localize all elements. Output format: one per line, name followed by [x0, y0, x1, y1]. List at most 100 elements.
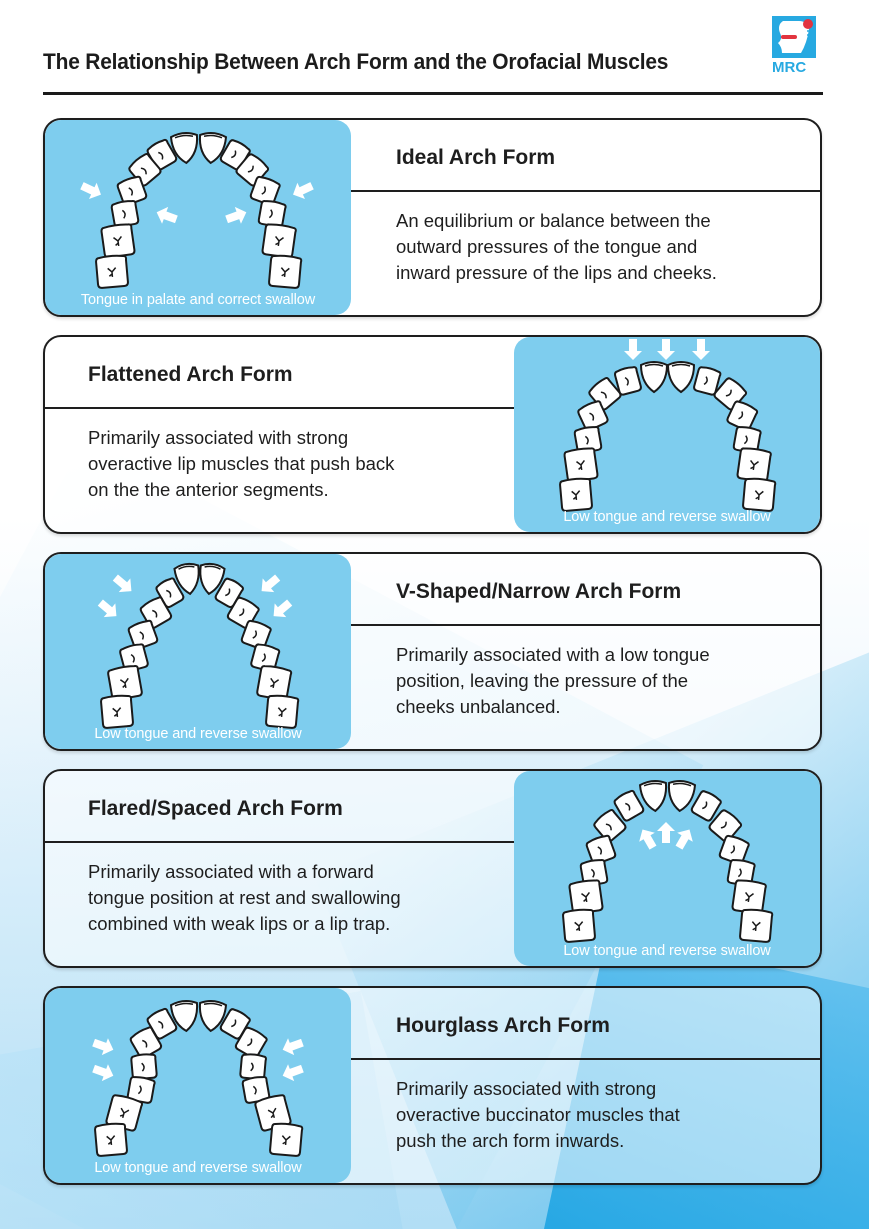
mrc-logo-icon: MRC — [772, 16, 816, 75]
pressure-arrow-icon — [657, 822, 675, 843]
tooth-icon — [94, 1122, 128, 1157]
page-title: The Relationship Between Arch Form and t… — [43, 49, 669, 74]
card-heading: Hourglass Arch Form — [396, 1014, 610, 1037]
pressure-arrow-icon — [261, 574, 281, 593]
tooth-icon — [107, 665, 143, 701]
tooth-icon — [110, 200, 140, 228]
pressure-arrow-icon — [692, 339, 710, 360]
arch-illustration-panel: Low tongue and reverse swallow — [45, 554, 351, 749]
arch-illustration-panel: Low tongue and reverse swallow — [45, 988, 351, 1183]
pressure-arrow-icon — [293, 182, 314, 200]
tooth-icon — [219, 1008, 251, 1040]
tooth-icon — [199, 562, 226, 596]
pressure-arrow-icon — [282, 1038, 304, 1056]
pressure-arrow-icon — [624, 339, 642, 360]
pressure-arrow-icon — [92, 1064, 114, 1082]
dental-arch-icon — [92, 999, 304, 1157]
arch-form-card: Low tongue and reverse swallow Flattened … — [43, 335, 822, 534]
illustration-caption: Low tongue and reverse swallow — [563, 509, 771, 525]
card-divider — [45, 407, 514, 409]
tooth-icon — [739, 908, 774, 943]
card-heading: V-Shaped/Narrow Arch Form — [396, 580, 682, 603]
card-divider — [45, 841, 514, 843]
svg-text:MRC: MRC — [772, 59, 806, 75]
tooth-icon — [265, 694, 300, 729]
card-heading: Flattened Arch Form — [88, 363, 293, 386]
tooth-icon — [105, 1094, 144, 1132]
tooth-icon — [146, 1007, 178, 1040]
pressure-arrow-icon — [639, 829, 657, 850]
card-divider — [351, 190, 820, 192]
card-description: Primarily associated with strong overact… — [396, 1078, 680, 1151]
pressure-arrow-icon — [657, 339, 675, 360]
tooth-icon — [559, 477, 593, 512]
tooth-icon — [169, 999, 199, 1033]
card-description: An equilibrium or balance between the ou… — [396, 210, 717, 283]
pressure-arrow-icon — [92, 1038, 114, 1056]
dental-arch-icon — [80, 131, 314, 289]
pressure-arrow-icon — [156, 206, 178, 224]
tooth-icon — [736, 447, 772, 483]
tooth-icon — [613, 789, 645, 822]
dental-arch-icon — [97, 562, 300, 729]
tooth-icon — [100, 223, 136, 259]
arch-form-card: Low tongue and reverse swallow Hourglass … — [43, 986, 822, 1185]
illustration-caption: Low tongue and reverse swallow — [94, 726, 302, 742]
header-divider — [43, 92, 823, 95]
card-divider — [351, 624, 820, 626]
arch-illustration-panel: Low tongue and reverse swallow — [514, 771, 820, 966]
tooth-icon — [198, 999, 228, 1033]
pressure-arrow-icon — [225, 206, 247, 224]
tooth-icon — [562, 908, 596, 943]
tooth-icon — [100, 694, 134, 729]
tooth-icon — [577, 400, 609, 432]
tooth-icon — [638, 779, 668, 813]
pressure-arrow-icon — [97, 599, 117, 618]
arch-form-card: Low tongue and reverse swallow V-Shaped/N… — [43, 552, 822, 751]
tooth-icon — [693, 366, 722, 396]
pressure-arrow-icon — [282, 1064, 304, 1082]
pressure-arrow-icon — [273, 599, 293, 618]
card-description: Primarily associated with a forward tong… — [88, 861, 401, 934]
card-heading: Flared/Spaced Arch Form — [88, 797, 343, 820]
pressure-arrow-icon — [80, 182, 101, 200]
arch-illustration-panel: Low tongue and reverse swallow — [514, 337, 820, 532]
tooth-icon — [268, 254, 303, 289]
tooth-icon — [585, 834, 617, 865]
tooth-icon — [731, 879, 767, 915]
tooth-icon — [95, 254, 129, 289]
tooth-icon — [563, 447, 599, 483]
tooth-icon — [261, 223, 297, 259]
tooth-icon — [130, 1053, 158, 1081]
dental-arch-icon — [559, 339, 777, 512]
tooth-icon — [573, 426, 603, 454]
card-heading: Ideal Arch Form — [396, 146, 556, 169]
tooth-icon — [667, 779, 697, 813]
tooth-icon — [614, 366, 642, 396]
tooth-icon — [119, 643, 149, 673]
tooth-icon — [690, 790, 722, 822]
tooth-icon — [742, 477, 777, 512]
tooth-icon — [239, 1053, 267, 1081]
tooth-icon — [198, 131, 228, 165]
tooth-icon — [269, 1122, 304, 1157]
tooth-icon — [666, 361, 696, 394]
tooth-icon — [169, 131, 199, 165]
tooth-icon — [257, 200, 287, 228]
tooth-icon — [116, 175, 148, 206]
tooth-icon — [579, 859, 609, 887]
card-description: Primarily associated with a low tongue p… — [396, 644, 710, 717]
tooth-icon — [639, 361, 669, 394]
card-divider — [351, 1058, 820, 1060]
tooth-icon — [593, 808, 627, 843]
tooth-icon — [126, 1076, 156, 1104]
illustration-caption: Low tongue and reverse swallow — [94, 1160, 302, 1176]
pressure-arrow-icon — [675, 829, 693, 850]
illustration-caption: Low tongue and reverse swallow — [563, 943, 771, 959]
dental-arch-icon — [562, 779, 774, 943]
